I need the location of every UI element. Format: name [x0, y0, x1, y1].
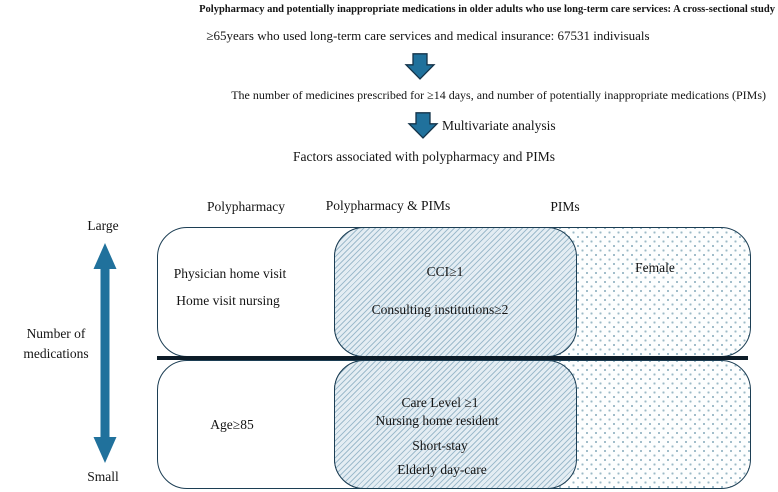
- down-arrow-icon: [404, 53, 436, 80]
- overlap-large-box: [334, 227, 577, 357]
- column-header-polypharmacy: Polypharmacy: [207, 199, 285, 214]
- factor-care-level: Care Level ≥1: [401, 395, 479, 410]
- analysis-label: Multivariate analysis: [442, 118, 556, 133]
- factor-elderly-day-care: Elderly day-care: [397, 462, 487, 477]
- column-header-polypharmacy-and-pims: Polypharmacy & PIMs: [325, 198, 451, 213]
- column-header-pims: PIMs: [550, 199, 580, 214]
- outcome-text: Factors associated with polypharmacy and…: [292, 149, 556, 164]
- figure-title: Polypharmacy and potentially inappropria…: [199, 4, 775, 15]
- factor-cci: CCI≥1: [426, 264, 464, 279]
- factor-physician-home-visit: Physician home visit: [173, 266, 287, 281]
- axis-title-line2: medications: [23, 346, 89, 361]
- axis-title-line1: Number of: [26, 326, 86, 341]
- factor-age-85: Age≥85: [210, 417, 254, 432]
- study-population-text: ≥65years who used long-term care service…: [206, 28, 650, 43]
- up-down-arrow-icon: [93, 243, 117, 463]
- factor-nursing-home-resident: Nursing home resident: [375, 413, 499, 428]
- axis-small-label: Small: [87, 469, 119, 484]
- medication-level-divider: [157, 356, 748, 360]
- factor-home-visit-nursing: Home visit nursing: [176, 293, 280, 308]
- down-arrow-icon: [407, 112, 439, 139]
- overlap-small-box: [334, 360, 577, 489]
- measures-text: The number of medicines prescribed for ≥…: [231, 88, 766, 102]
- factor-female: Female: [635, 260, 675, 275]
- factor-short-stay: Short-stay: [412, 438, 468, 453]
- axis-large-label: Large: [87, 218, 119, 233]
- factor-consulting-institutions: Consulting institutions≥2: [371, 302, 509, 317]
- axis-title: Number of medications: [0, 324, 112, 364]
